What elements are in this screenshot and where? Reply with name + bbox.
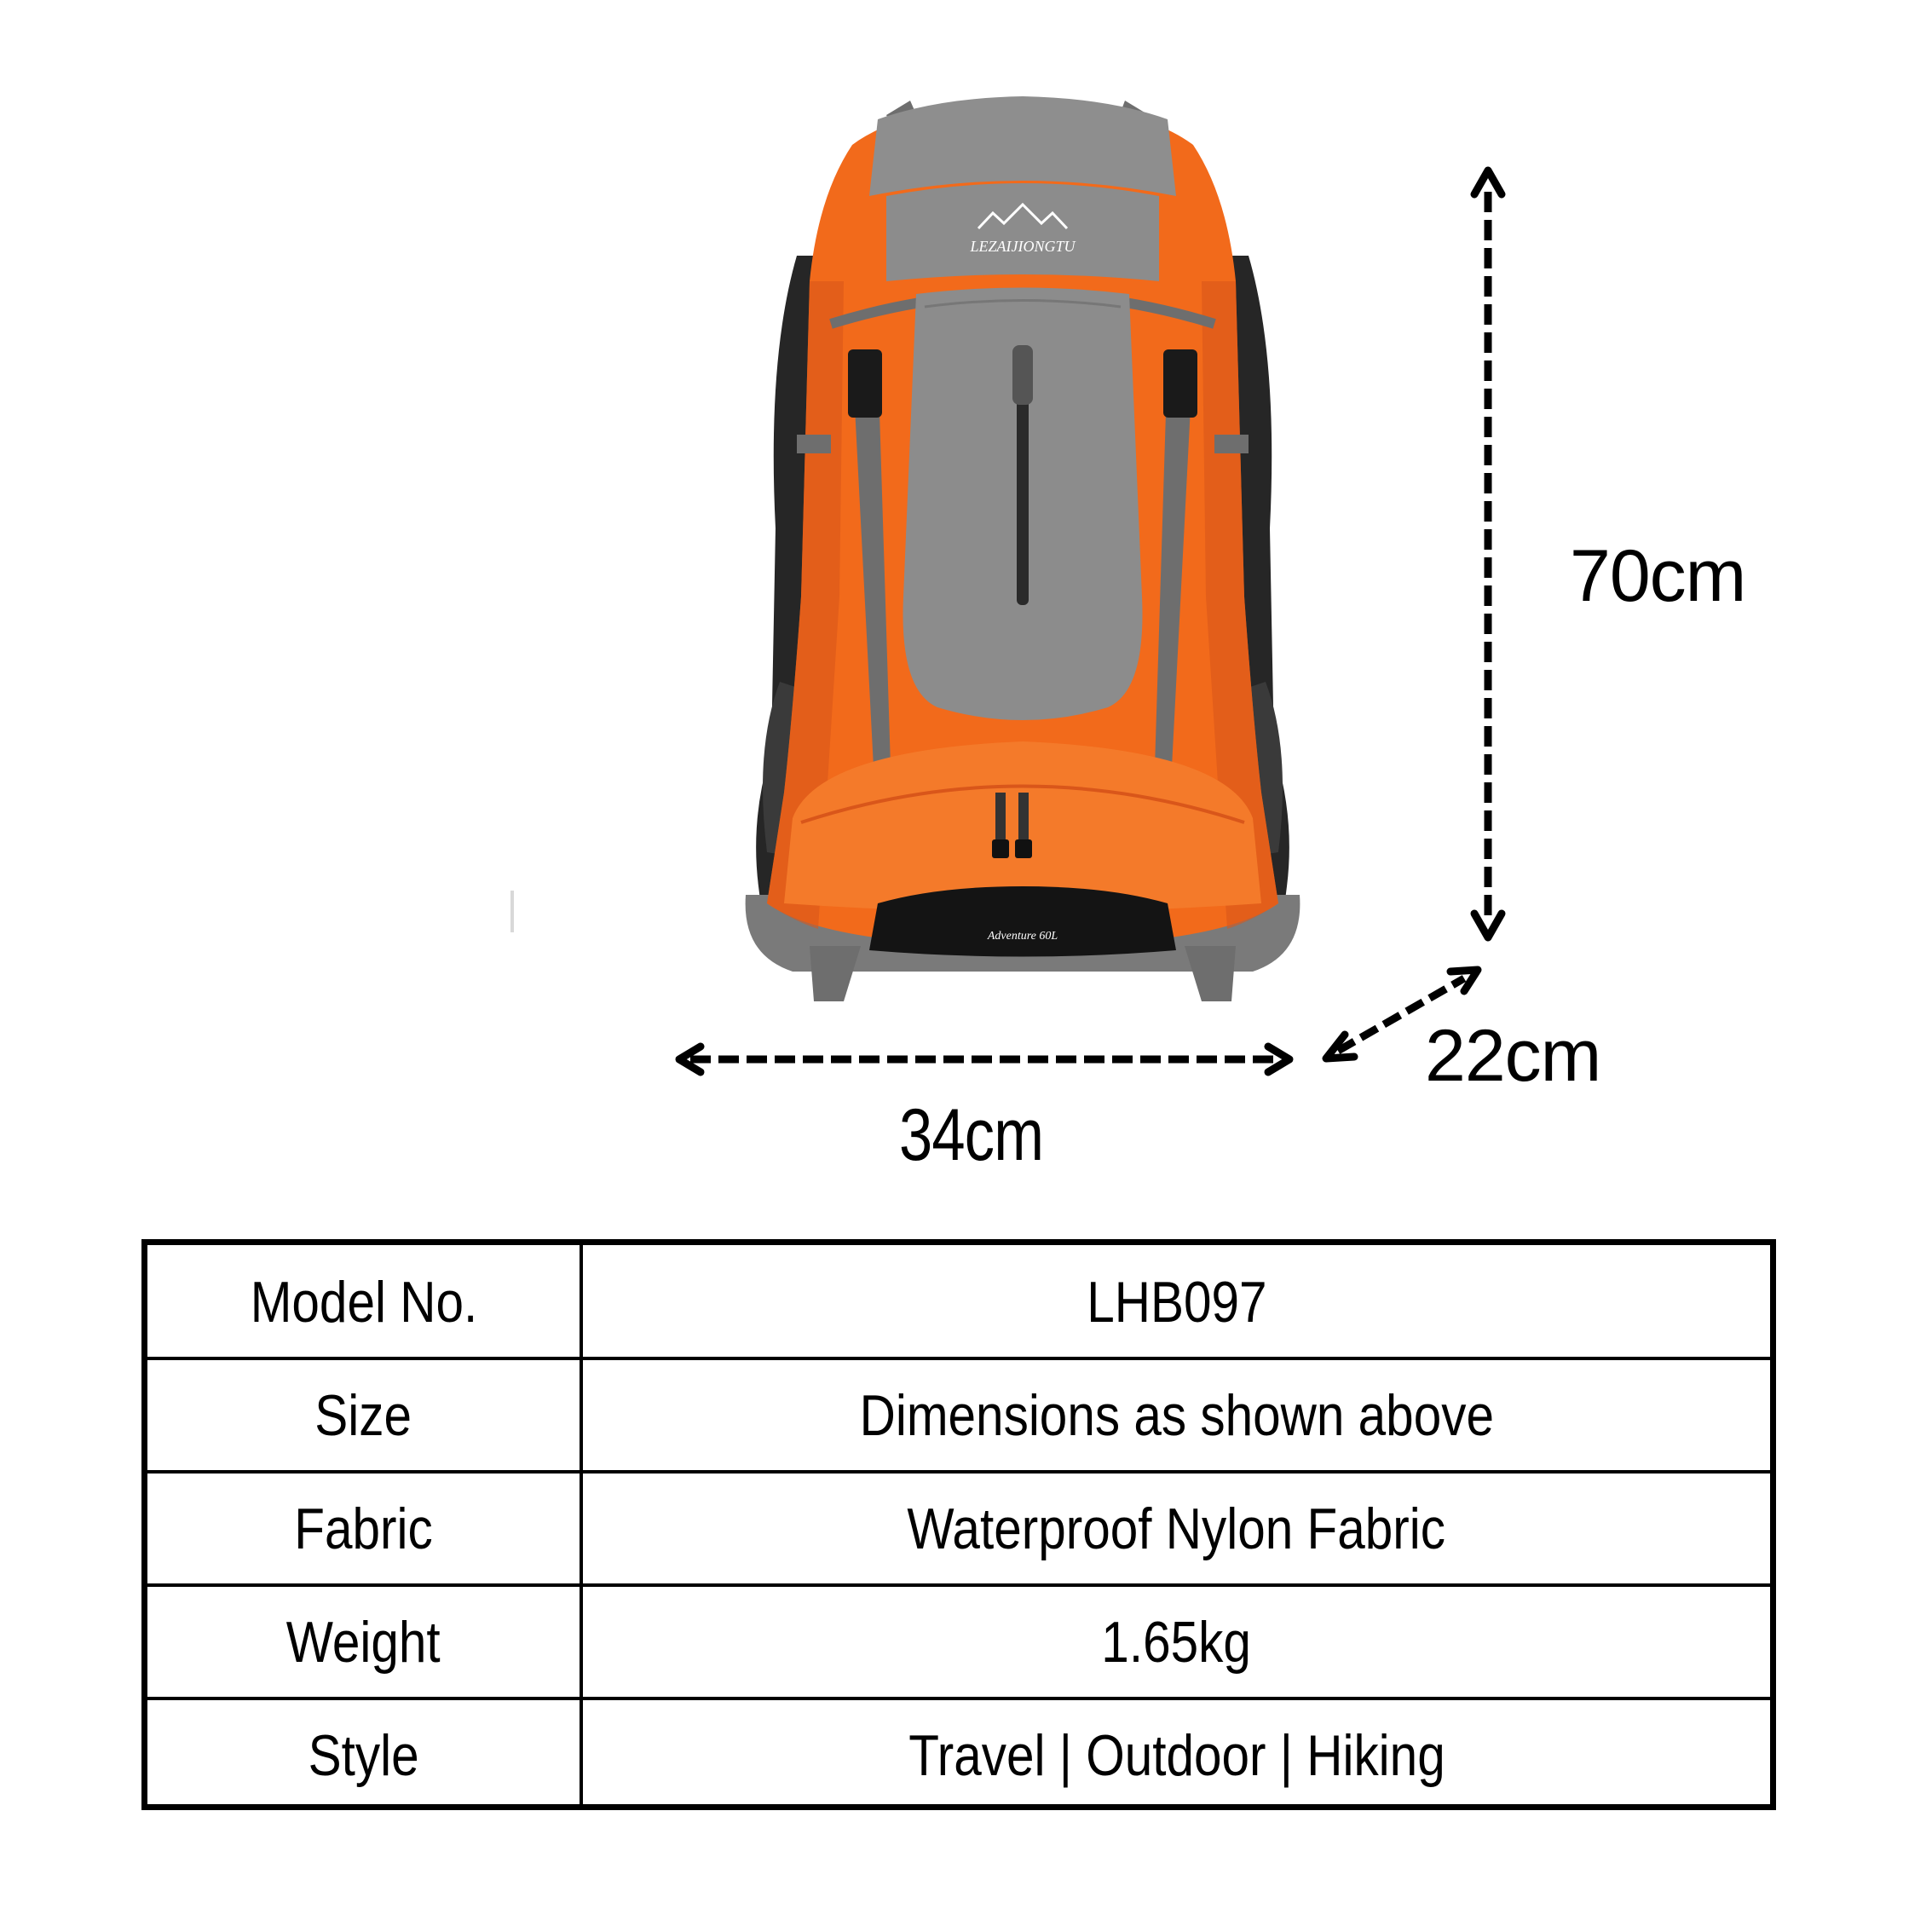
spec-value: Travel | Outdoor | Hiking <box>908 1722 1445 1788</box>
spec-label: Style <box>308 1722 419 1788</box>
table-row-size: Size Dimensions as shown above <box>147 1357 1770 1470</box>
spec-value: 1.65kg <box>1101 1609 1252 1675</box>
spec-value: LHB097 <box>1086 1269 1267 1335</box>
table-row-fabric: Fabric Waterproof Nylon Fabric <box>147 1470 1770 1583</box>
table-row-weight: Weight 1.65kg <box>147 1583 1770 1697</box>
spec-label: Weight <box>286 1609 441 1675</box>
spec-value: Dimensions as shown above <box>859 1382 1494 1448</box>
brand-logo-text: LEZAIJIONGTU <box>969 238 1076 255</box>
spec-table: Model No. LHB097 Size Dimensions as show… <box>141 1239 1776 1810</box>
spec-label: Fabric <box>294 1496 433 1561</box>
width-dimension-arrow <box>675 1042 1294 1076</box>
depth-dimension-label: 22cm <box>1425 1015 1601 1097</box>
depth-dimension-arrow <box>1322 966 1482 1063</box>
spec-value-cell: Travel | Outdoor | Hiking <box>583 1700 1770 1810</box>
spec-label-cell: Weight <box>147 1587 583 1697</box>
width-dimension-label: 34cm <box>899 1094 1044 1176</box>
spec-label-cell: Size <box>147 1360 583 1470</box>
spec-value: Waterproof Nylon Fabric <box>907 1496 1446 1561</box>
table-row-model: Model No. LHB097 <box>147 1245 1770 1358</box>
spec-value-cell: LHB097 <box>583 1245 1770 1358</box>
spec-label-cell: Model No. <box>147 1245 583 1358</box>
spec-label-cell: Fabric <box>147 1474 583 1583</box>
spec-label: Model No. <box>250 1269 477 1335</box>
spec-value-cell: Waterproof Nylon Fabric <box>583 1474 1770 1583</box>
spec-value-cell: Dimensions as shown above <box>583 1360 1770 1470</box>
bottom-panel-text: Adventure 60L <box>987 930 1058 943</box>
height-dimension-label: 70cm <box>1570 535 1746 617</box>
spec-value-cell: 1.65kg <box>583 1587 1770 1697</box>
height-dimension-arrow <box>1470 166 1506 942</box>
spec-label-cell: Style <box>147 1700 583 1810</box>
backpack-image <box>745 96 1300 1001</box>
spec-label: Size <box>314 1382 412 1448</box>
table-row-style: Style Travel | Outdoor | Hiking <box>147 1697 1770 1810</box>
